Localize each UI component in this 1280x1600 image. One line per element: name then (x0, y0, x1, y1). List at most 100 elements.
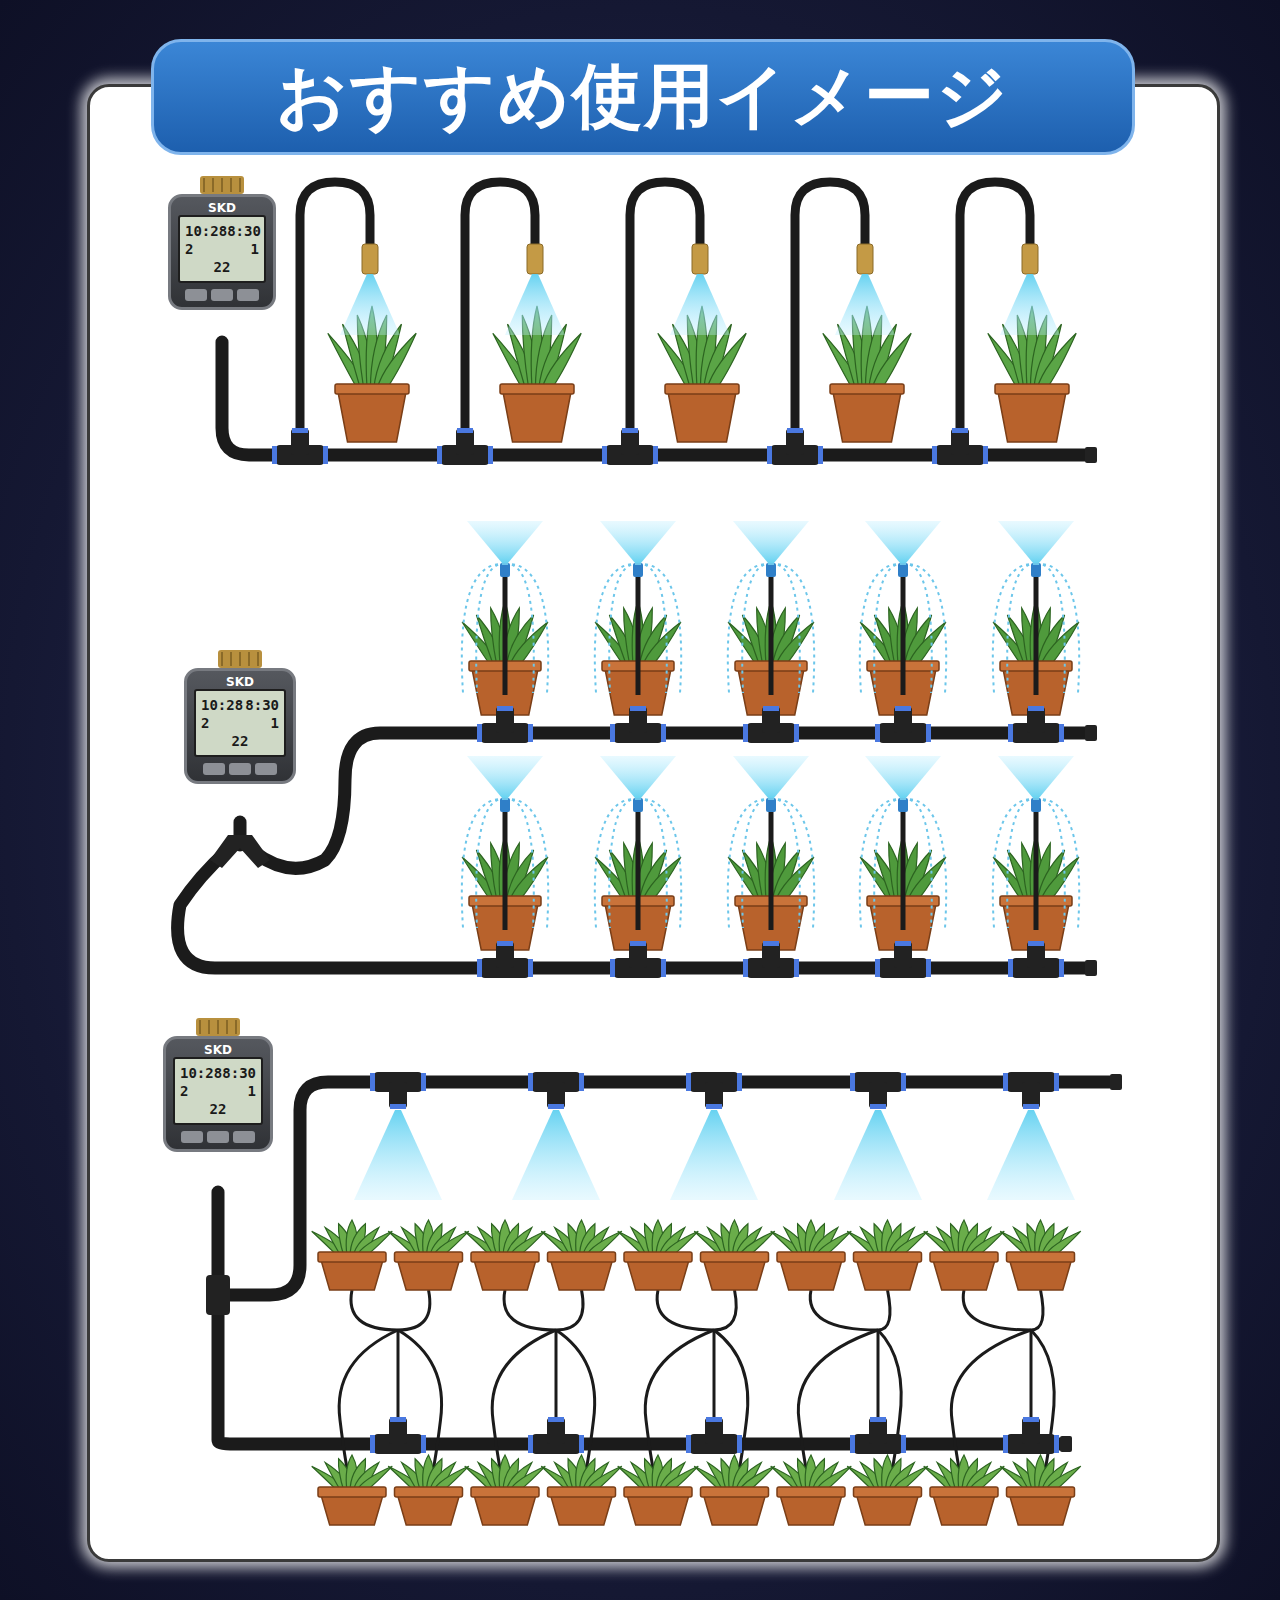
end-cap (1060, 1436, 1072, 1452)
water-droplets (505, 799, 548, 928)
tee-fitting (602, 428, 658, 465)
water-droplets (1007, 564, 1036, 693)
drip-tube (339, 1330, 398, 1490)
water-spray (835, 274, 895, 335)
water-droplets (903, 799, 946, 928)
potted-plant (924, 1455, 1005, 1525)
potted-plant (388, 1455, 469, 1525)
nozzle (1022, 244, 1038, 274)
tee-fitting (932, 428, 988, 465)
water-droplets (728, 564, 771, 693)
drip-tube (878, 1290, 890, 1330)
potted-plant (1000, 1455, 1081, 1525)
nozzle (857, 244, 873, 274)
water-spray (1000, 274, 1060, 335)
water-droplets (1007, 799, 1036, 928)
button (211, 289, 233, 301)
potted-plant (618, 1220, 699, 1290)
tee-fitting (686, 1417, 742, 1454)
countdown-value: 22 (214, 259, 231, 275)
water-droplets (771, 799, 800, 928)
tee-fitting (850, 1417, 906, 1454)
water-droplets (609, 564, 638, 693)
button (237, 289, 259, 301)
pipes (178, 182, 1110, 1490)
drip-tube (397, 1330, 400, 1418)
sprinkler-stake (1034, 810, 1039, 930)
potted-plant (465, 1455, 546, 1525)
tee-fitting (1003, 1072, 1059, 1109)
sprinkler-head (633, 798, 643, 812)
start-time: 8:30 (227, 223, 261, 239)
potted-plant (694, 1455, 775, 1525)
start-time: 8:30 (245, 697, 279, 713)
drip-tube (1031, 1330, 1054, 1490)
interval-value: 1 (251, 241, 259, 257)
button (255, 763, 277, 775)
fittings (196, 176, 1122, 1454)
sprinkler-head (1031, 798, 1041, 812)
water-spray (670, 1110, 758, 1200)
drip-tube (556, 1330, 595, 1490)
sprinkler-head (500, 563, 510, 577)
clock-time: 10:28 (201, 697, 243, 713)
potted-plant (618, 1455, 699, 1525)
drip-tube (351, 1290, 398, 1330)
drip-tube (878, 1330, 901, 1490)
water-spray (600, 521, 676, 563)
water-droplets (462, 564, 505, 693)
drip-tube (555, 1330, 558, 1418)
interval-value: 1 (248, 1083, 256, 1099)
water-droplets (903, 564, 932, 693)
tee-fitting (477, 941, 533, 978)
tee-fitting (370, 1417, 426, 1454)
tee-fitting (1003, 1417, 1059, 1454)
water-droplets (638, 564, 667, 693)
potted-plant (541, 1220, 622, 1290)
tee-fitting (437, 428, 493, 465)
water-droplets (728, 799, 771, 928)
tee-fitting (850, 1072, 906, 1109)
drip-tube (1030, 1330, 1033, 1418)
potted-plant (847, 1455, 928, 1525)
drip-tube (877, 1330, 880, 1418)
sprinkler-stake (769, 575, 774, 695)
water-spray (600, 756, 676, 798)
countdown-value: 22 (210, 1101, 227, 1117)
water-droplets (993, 564, 1036, 693)
sprinkler-head (766, 798, 776, 812)
button (229, 763, 251, 775)
button (181, 1131, 203, 1143)
tee-fitting (767, 428, 823, 465)
sprinkler-head (898, 798, 908, 812)
water-droplets (609, 799, 638, 928)
pipe (254, 733, 1085, 868)
water-spray (865, 756, 941, 798)
water-spray (834, 1110, 922, 1200)
potted-plant (312, 1455, 393, 1525)
sprinkler-stake (901, 810, 906, 930)
potted-plant (771, 1455, 852, 1525)
sprinkler-stake (503, 810, 508, 930)
timer-unit: SKD10:288:302122 (163, 1036, 273, 1152)
end-cap (1110, 1074, 1122, 1090)
drip-tube (492, 1330, 556, 1490)
tee-fitting (528, 1417, 584, 1454)
end-cap (1085, 447, 1097, 463)
water-spray (512, 1110, 600, 1200)
plants (312, 306, 1081, 1525)
water-droplets (771, 564, 814, 693)
tee-fitting (206, 1275, 230, 1315)
lcd-screen: 10:288:302122 (178, 215, 266, 283)
drip-tube (398, 1290, 430, 1330)
drip-tube (657, 1290, 714, 1330)
clock-time: 10:28 (180, 1065, 222, 1081)
button (207, 1131, 229, 1143)
title-banner: おすすめ使用イメージ (151, 39, 1135, 155)
water-spray (505, 274, 565, 335)
water-droplets (1036, 799, 1079, 928)
tap-connector (200, 176, 244, 194)
clock-time: 10:28 (185, 223, 227, 239)
water-droplets (903, 564, 946, 693)
water-droplets (462, 799, 505, 928)
